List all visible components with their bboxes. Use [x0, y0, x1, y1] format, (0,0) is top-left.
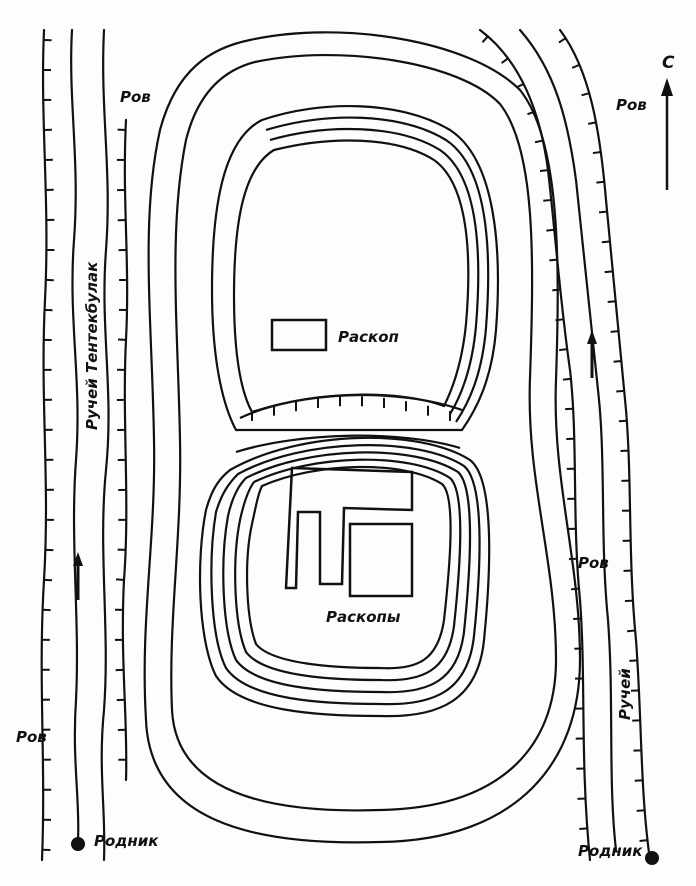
hachure-tick — [543, 198, 552, 202]
label-rov-top-left: Ров — [120, 88, 151, 106]
contour-outer-2 — [170, 54, 558, 812]
contour-south-3 — [222, 451, 472, 694]
hachure-tick — [501, 57, 509, 64]
label-north: С — [662, 53, 675, 73]
hachure-tick — [558, 37, 567, 44]
hachure-tick — [534, 139, 544, 144]
hachure-tick — [636, 809, 645, 812]
hachure-tick — [613, 359, 622, 363]
contour-south-1 — [198, 436, 491, 718]
excavation-large-pit — [284, 466, 414, 590]
hachure-tick — [639, 839, 648, 843]
hachure-tick — [598, 210, 608, 214]
hachure-tick — [604, 270, 613, 274]
hachure-tick — [579, 827, 588, 831]
hachure-ticks — [41, 35, 648, 852]
flow-arrow-icon — [73, 552, 83, 600]
label-rov-mid-right: Ров — [578, 554, 609, 572]
hachure-tick — [601, 240, 610, 244]
hachure-tick — [549, 258, 558, 262]
hachure-tick — [616, 389, 625, 393]
contour-south-5 — [245, 465, 452, 670]
inner-ditch-bottom — [235, 434, 461, 454]
label-stream-long: Ручей Тентекбулак — [83, 261, 101, 430]
label-excavation-single: Раскоп — [338, 328, 399, 346]
mound-contours — [143, 31, 582, 844]
hachure-tick — [596, 180, 605, 184]
contour-north-2 — [265, 116, 490, 423]
spring-icon — [645, 851, 659, 865]
inner-ditch-top — [239, 393, 463, 419]
hachure-tick — [610, 330, 619, 333]
hachure-tick — [546, 228, 555, 232]
right-ditch — [478, 28, 652, 862]
hachure-tick — [627, 629, 636, 633]
contour-outer-1 — [143, 31, 582, 844]
label-excavation-multi: Раскопы — [326, 608, 401, 626]
excavation-single-pit — [270, 318, 328, 352]
contour-north-1 — [210, 104, 500, 432]
hachure-tick — [539, 169, 549, 173]
north-arrow-icon — [661, 78, 673, 190]
hachure-tick — [559, 348, 568, 352]
label-stream-short: Ручей — [616, 668, 634, 720]
excavation-square-pit — [348, 522, 414, 598]
label-rov-bottom-left: Ров — [16, 728, 47, 746]
hachure-tick — [592, 150, 601, 155]
label-spring-left: Родник — [94, 832, 159, 850]
hachure-tick — [481, 35, 489, 43]
contour-north-4 — [232, 139, 470, 414]
label-spring-right: Родник — [578, 842, 643, 860]
hachure-tick — [571, 63, 580, 69]
spring-icon — [71, 837, 85, 851]
hachure-tick — [581, 92, 590, 97]
hachure-tick — [607, 300, 616, 304]
hachure-tick — [562, 377, 572, 381]
hachure-tick — [552, 288, 561, 292]
flow-arrow-icon — [587, 330, 597, 378]
contour-north-3 — [269, 127, 480, 415]
label-rov-top-right: Ров — [616, 96, 647, 114]
excavations — [270, 318, 414, 598]
hachure-tick — [618, 419, 627, 423]
hachure-tick — [587, 121, 597, 125]
left-ditch — [40, 28, 129, 862]
contour-south-2 — [210, 444, 481, 706]
contour-south-4 — [234, 458, 462, 682]
